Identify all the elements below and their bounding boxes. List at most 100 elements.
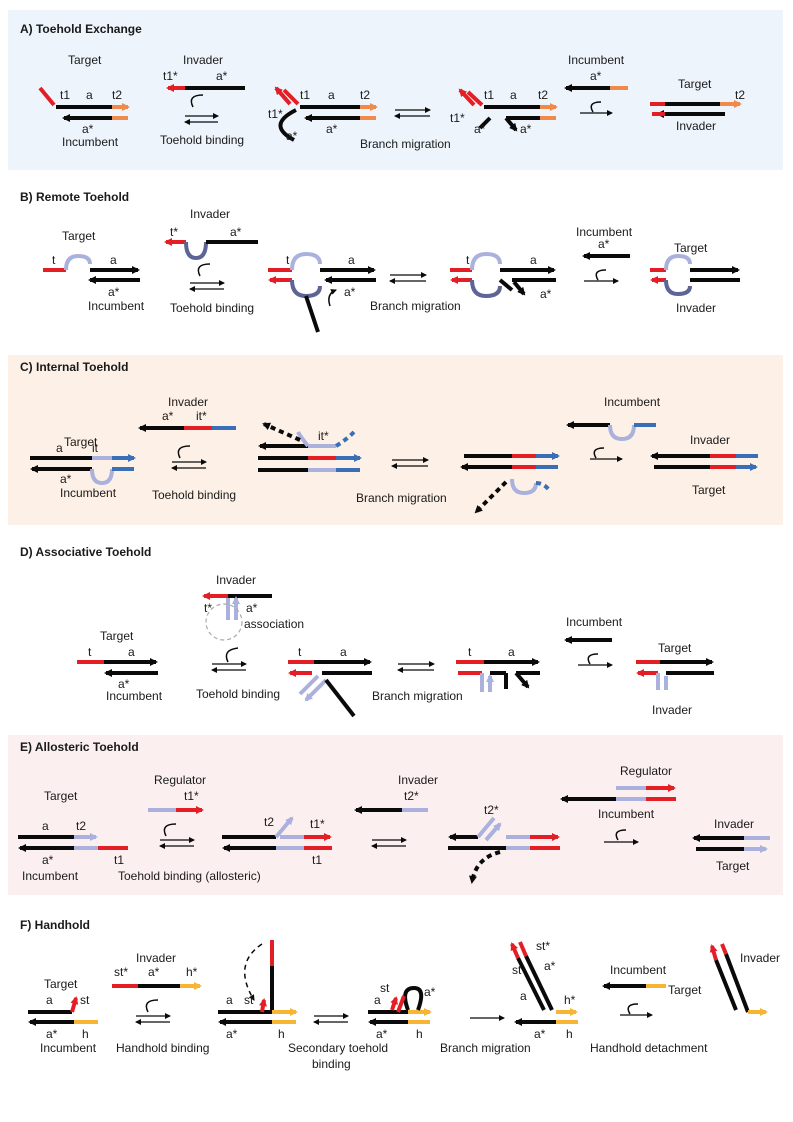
- c-a-star-label: a*: [60, 472, 72, 486]
- b-right-invader-loop: [470, 279, 502, 299]
- e-step1-curl: [163, 823, 177, 837]
- f-step4-curl: [627, 1003, 639, 1015]
- c-it-star-label: it*: [196, 409, 207, 423]
- e-t2-star-label: t2*: [404, 789, 419, 803]
- c-step2-caption: Branch migration: [356, 491, 447, 505]
- f-step1-caption: Handhold binding: [116, 1041, 209, 1055]
- a-mid-a-star-label-2: a*: [326, 122, 338, 136]
- d-association-label: association: [244, 617, 304, 631]
- d-step1-curl: [225, 647, 239, 663]
- b-mid-invader-loop: [290, 279, 322, 299]
- a-right-a-star-label-1: a*: [474, 122, 486, 136]
- f-r-a-label: a: [520, 989, 527, 1003]
- f-mid-target-st: [259, 998, 267, 1013]
- b-invader-label: Invader: [190, 207, 230, 221]
- b-final-invader-label: Invader: [676, 301, 716, 315]
- c-incumbent-label: Incumbent: [60, 486, 117, 500]
- f-r-target-a: [516, 957, 546, 1011]
- f-r-invader-st-star: [518, 941, 528, 957]
- e-incumbent-label: Incumbent: [22, 869, 79, 883]
- a-target-label: Target: [68, 53, 102, 67]
- b-final-target-loop: [664, 253, 692, 271]
- d-mid-assoc-2: [304, 678, 328, 702]
- b-mid-curl-arrow: [328, 289, 337, 307]
- f-mid-st-label: st: [244, 993, 254, 1007]
- e-t1-star-label: t1*: [184, 789, 199, 803]
- f-final-invader-st: [720, 943, 728, 955]
- d-t-label: t: [88, 645, 92, 659]
- f-a-star-label: a*: [46, 1027, 58, 1041]
- c-mid-it-star-label: it*: [318, 429, 329, 443]
- b-mid-invader-tail: [304, 295, 320, 333]
- a-final-invader-label: Invader: [676, 119, 716, 133]
- e-step3-curl: [615, 829, 627, 841]
- a-mid-t1-label: t1: [300, 88, 310, 102]
- c-step3-curl: [593, 447, 605, 459]
- panel-b-title: B) Remote Toehold: [20, 190, 130, 204]
- b-invader-spacer-loop: [184, 241, 208, 261]
- f-target-label: Target: [44, 977, 78, 991]
- f-step4-caption: Handhold detachment: [590, 1041, 708, 1055]
- f-step1-curl: [145, 999, 159, 1013]
- f-c-a-star-label: a*: [376, 1027, 388, 1041]
- c-step1-caption: Toehold binding: [152, 488, 236, 502]
- c-final-invader-label: Invader: [690, 433, 730, 447]
- f-final-target-label: Target: [668, 983, 702, 997]
- a-released-a-star-label: a*: [590, 69, 602, 83]
- e-right-t2-star-label: t2*: [484, 803, 499, 817]
- a-t1-label: t1: [60, 88, 70, 102]
- f-step2-caption-line2: binding: [312, 1057, 351, 1071]
- c-mid-dashed-blue: [334, 430, 356, 448]
- f-invader-label: Invader: [136, 951, 176, 965]
- panel-a-background: [8, 10, 783, 170]
- f-h-label: h: [82, 1027, 89, 1041]
- b-right-a-label: a: [530, 253, 537, 267]
- panel-f-title: F) Handhold: [20, 918, 90, 932]
- d-step2-caption: Branch migration: [372, 689, 463, 703]
- f-a-label: a: [46, 993, 53, 1007]
- f-final-invader-label: Invader: [740, 951, 780, 965]
- f-c-st-label: st: [380, 981, 390, 995]
- panel-a: Target t1 a t2 a* Incumbent Invader t1* …: [38, 53, 745, 151]
- d-mid-assoc-1: [298, 674, 320, 696]
- e-released-incumbent-label: Incumbent: [598, 807, 655, 821]
- a-invader-a-star-label: a*: [216, 69, 228, 83]
- b-released-incumbent-label: Incumbent: [576, 225, 633, 239]
- a-released-incumbent-label: Incumbent: [568, 53, 625, 67]
- e-released-regulator-label: Regulator: [620, 764, 672, 778]
- d-final-invader-label: Invader: [652, 703, 692, 717]
- b-a-label: a: [110, 253, 117, 267]
- f-mid-h-label: h: [278, 1027, 285, 1041]
- b-t-star-label: t*: [170, 225, 178, 239]
- c-incumbent-loop: [90, 468, 114, 486]
- panel-b: Target t a a* Incumbent Invader t* a* To…: [43, 207, 740, 333]
- a-mid-red-2: [282, 88, 300, 106]
- c-a-label: a: [56, 441, 63, 455]
- a-mid-a-star-label-1: a*: [286, 129, 298, 143]
- b-right-fork-1: [498, 278, 514, 292]
- d-invader-label: Invader: [216, 573, 256, 587]
- f-mid-a-label: a: [226, 993, 233, 1007]
- e-final-invader-label: Invader: [714, 817, 754, 831]
- f-r-h-label: h: [566, 1027, 573, 1041]
- a-step2-caption: Branch migration: [360, 137, 451, 151]
- d-step1-caption: Toehold binding: [196, 687, 280, 701]
- f-r-target-st: [510, 942, 520, 959]
- b-step1-curl: [197, 263, 211, 277]
- c-final-target-label: Target: [692, 483, 726, 497]
- c-released-incumbent-label: Incumbent: [604, 395, 661, 409]
- a-right-red-2: [466, 90, 484, 107]
- c-invader-label: Invader: [168, 395, 208, 409]
- b-right-target-loop: [470, 251, 502, 271]
- b-final-target-label: Target: [674, 241, 708, 255]
- a-right-t1-star-label: t1*: [450, 111, 465, 125]
- b-mid-t-label: t: [286, 253, 290, 267]
- panel-d: Target t a a* Incumbent Invader t* a* as…: [77, 573, 714, 718]
- b-invader-a-star-label: a*: [230, 225, 242, 239]
- e-t2-label: t2: [76, 819, 86, 833]
- b-a-star-label: a*: [108, 285, 120, 299]
- b-right-fork-2: [512, 280, 526, 296]
- c-right-incumbent-loop: [510, 478, 538, 496]
